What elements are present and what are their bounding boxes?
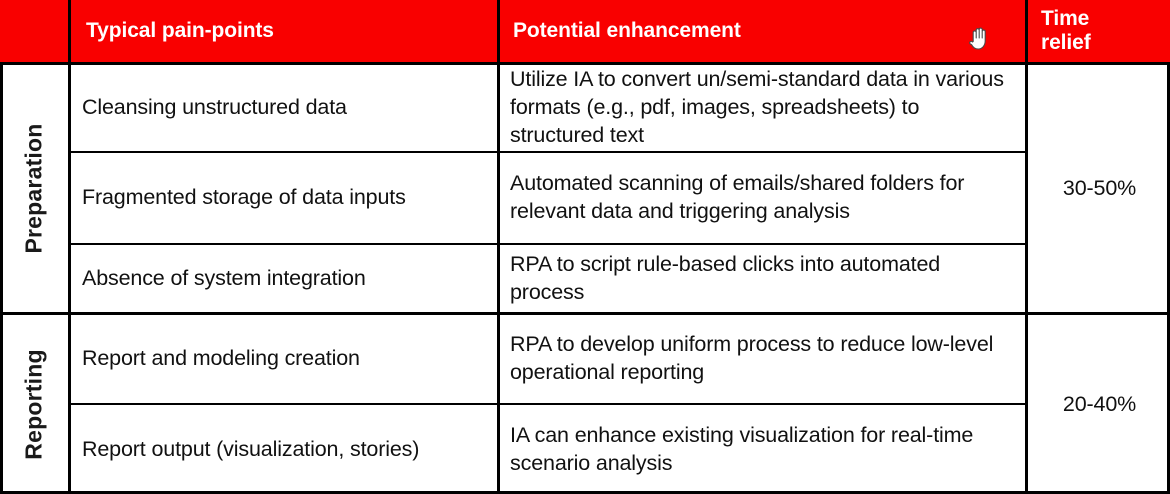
time-relief-value: 20-40% — [1062, 391, 1137, 416]
enhancement-cell[interactable]: RPA to develop uniform process to reduce… — [497, 315, 1025, 403]
section-label-preparation-text: Preparation — [20, 123, 47, 254]
pain-point-text: Report and modeling creation — [82, 346, 360, 371]
header-potential-enhancement[interactable]: Potential enhancement — [497, 0, 1025, 62]
header-time-relief-label-line1: Time — [1041, 7, 1090, 31]
table-row[interactable]: Absence of system integration — [68, 245, 497, 312]
table-row[interactable]: Report and modeling creation — [68, 315, 497, 403]
section-label-reporting-text: Reporting — [20, 349, 47, 460]
enhancement-text: RPA to develop uniform process to reduce… — [510, 332, 994, 384]
table-row[interactable]: Fragmented storage of data inputs — [68, 153, 497, 243]
section-label-preparation: Preparation — [0, 65, 68, 312]
grid-vertical-rule-a — [68, 65, 71, 494]
grid-horizontal-rule — [68, 403, 1025, 405]
time-relief-cell[interactable]: 30-50% — [1025, 65, 1170, 312]
header-typical-pain-points-label: Typical pain-points — [86, 19, 274, 43]
time-relief-cell[interactable]: 20-40% — [1025, 315, 1170, 494]
grid-vertical-rule-c — [1025, 65, 1028, 494]
enhancement-cell[interactable]: IA can enhance existing visualization fo… — [497, 405, 1025, 494]
table-row[interactable]: Report output (visualization, stories) — [68, 405, 497, 494]
header-typical-pain-points[interactable]: Typical pain-points — [68, 0, 497, 62]
section-label-reporting: Reporting — [0, 315, 68, 494]
enhancement-cell[interactable]: Automated scanning of emails/shared fold… — [497, 153, 1025, 243]
header-time-relief-label-line2: relief — [1041, 31, 1091, 54]
pain-point-text: Report output (visualization, stories) — [82, 436, 420, 461]
grid-vertical-rule-b — [497, 65, 500, 494]
pain-point-text: Absence of system integration — [82, 265, 366, 290]
grid-vertical-rule-right — [1167, 65, 1170, 494]
enhancement-text: Automated scanning of emails/shared fold… — [510, 171, 965, 223]
enhancement-text: IA can enhance existing visualization fo… — [510, 422, 974, 475]
grid-vertical-rule-left — [0, 65, 3, 494]
pain-point-text: Fragmented storage of data inputs — [82, 185, 406, 210]
header-corner-cell — [0, 0, 68, 62]
header-potential-enhancement-label: Potential enhancement — [513, 19, 741, 43]
grid-bottom-border — [0, 491, 1170, 494]
enhancement-text: RPA to script rule-based clicks into aut… — [510, 251, 941, 304]
enhancement-cell[interactable]: Utilize IA to convert un/semi-standard d… — [497, 65, 1025, 151]
pain-point-text: Cleansing unstructured data — [82, 95, 347, 120]
table-header-row: Typical pain-points Potential enhancemen… — [0, 0, 1170, 65]
enhancement-cell[interactable]: RPA to script rule-based clicks into aut… — [497, 245, 1025, 312]
enhancement-text: Utilize IA to convert un/semi-standard d… — [510, 67, 1004, 147]
grid-horizontal-rule — [68, 243, 1025, 245]
table-row[interactable]: Cleansing unstructured data — [68, 65, 497, 151]
grid-section-divider — [0, 312, 1170, 315]
grid-horizontal-rule — [68, 151, 1025, 153]
time-relief-value: 30-50% — [1062, 175, 1137, 200]
open-hand-cursor-icon — [968, 25, 990, 51]
header-time-relief[interactable]: Time relief — [1025, 0, 1170, 62]
table-body: Preparation Cleansing unstructured data … — [0, 65, 1170, 494]
